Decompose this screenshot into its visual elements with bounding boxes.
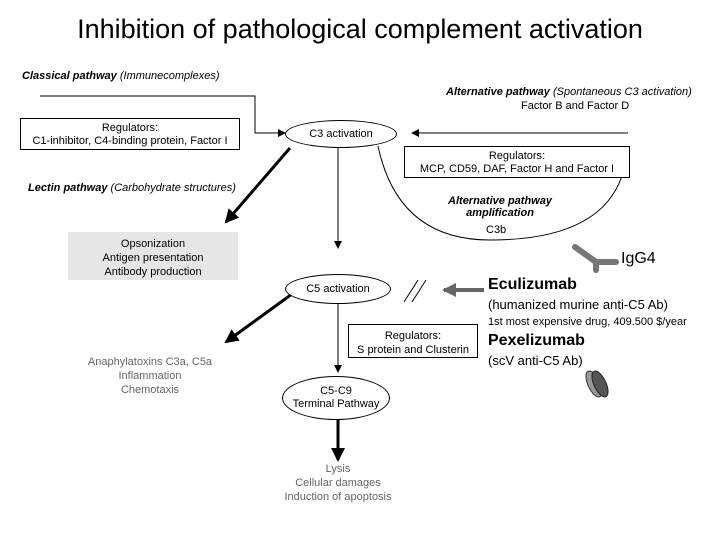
cellular-damages-line: Cellular damages: [295, 477, 381, 489]
classical-pathway-detail: (Immunecomplexes): [119, 70, 220, 82]
lectin-pathway-detail: (Carbohydrate structures): [110, 182, 236, 194]
c5-to-anaphylatoxins-arrow: [224, 292, 293, 344]
anaphylatoxins-line: Anaphylatoxins C3a, C5a: [87, 356, 213, 368]
block-mark-1: [403, 279, 419, 303]
classical-pathway-bracket: [40, 95, 286, 137]
lectin-pathway-name: Lectin pathway: [28, 182, 108, 194]
classical-pathway-label: Classical pathway (Immunecomplexes): [22, 70, 219, 82]
chemotaxis-line: Chemotaxis: [120, 384, 180, 396]
outcomes-text: Lysis Cellular damages Induction of apop…: [258, 462, 418, 504]
alternative-pathway-label: Alternative pathway (Spontaneous C3 acti…: [446, 86, 692, 98]
regulators-alternative-list: MCP, CD59, DAF, Factor H and Factor I: [419, 163, 615, 175]
block-mark-2: [411, 279, 427, 303]
antibody-production-line: Antibody production: [104, 266, 202, 278]
amplification-line1: Alternative pathway: [448, 195, 552, 207]
pexelizumab-fragment-icon: [585, 370, 609, 398]
inflammation-line: Inflammation: [118, 370, 182, 382]
pexelizumab-description: (scV anti-C5 Ab): [488, 353, 583, 368]
apoptosis-line: Induction of apoptosis: [284, 491, 392, 503]
c5-activation-node: C5 activation: [285, 274, 391, 304]
c3-to-opsonization-arrow: [224, 147, 292, 224]
anaphylatoxins-text: Anaphylatoxins C3a, C5a Inflammation Che…: [70, 355, 230, 397]
opsonization-box: Opsonization Antigen presentation Antibo…: [68, 232, 238, 280]
alternative-pathway-name: Alternative pathway: [446, 86, 550, 98]
regulators-classical-box: Regulators: C1-inhibitor, C4-binding pro…: [20, 118, 240, 150]
antigen-presentation-line: Antigen presentation: [102, 252, 204, 264]
amplification-loop: [377, 145, 623, 241]
igg4-label: IgG4: [621, 250, 656, 267]
amplification-line2: amplification: [466, 207, 534, 219]
eculizumab-description: (humanized murine anti-C5 Ab): [488, 297, 668, 312]
regulators-classical-heading: Regulators: [101, 122, 156, 134]
page-title: Inhibition of pathological complement ac…: [77, 14, 643, 44]
alternative-pathway-detail: (Spontaneous C3 activation): [552, 86, 692, 98]
regulators-alternative-heading: Regulators: [488, 150, 543, 162]
c3-activation-node: C3 activation: [285, 120, 397, 148]
lysis-line: Lysis: [325, 463, 351, 475]
c5c9-node: C5-C9 Terminal Pathway: [282, 376, 390, 420]
amplification-label: Alternative pathway amplification: [430, 195, 570, 219]
c5c9-line2: Terminal Pathway: [292, 398, 380, 410]
regulators-alternative-box: Regulators: MCP, CD59, DAF, Factor H and…: [404, 146, 630, 178]
regulators-classical-list: C1-inhibitor, C4-binding protein, Factor…: [32, 135, 228, 147]
c5c9-line1: C5-C9: [320, 385, 352, 397]
regulators-c5-list: S protein and Clusterin: [357, 344, 469, 356]
regulators-c5-heading: Regulators: [384, 330, 439, 342]
eculizumab-name: Eculizumab: [488, 276, 577, 293]
amplification-product: C3b: [486, 224, 507, 236]
lectin-pathway-label: Lectin pathway (Carbohydrate structures): [28, 182, 236, 194]
regulators-c5-box: Regulators: S protein and Clusterin: [348, 324, 478, 358]
igg4-antibody-icon: [572, 244, 619, 273]
opsonization-line: Opsonization: [120, 238, 186, 250]
eculizumab-note: 1st most expensive drug, 409.500 $/year: [488, 316, 687, 328]
alternative-factors: Factor B and Factor D: [521, 100, 630, 112]
classical-pathway-name: Classical pathway: [22, 70, 117, 82]
pexelizumab-name: Pexelizumab: [488, 332, 585, 349]
